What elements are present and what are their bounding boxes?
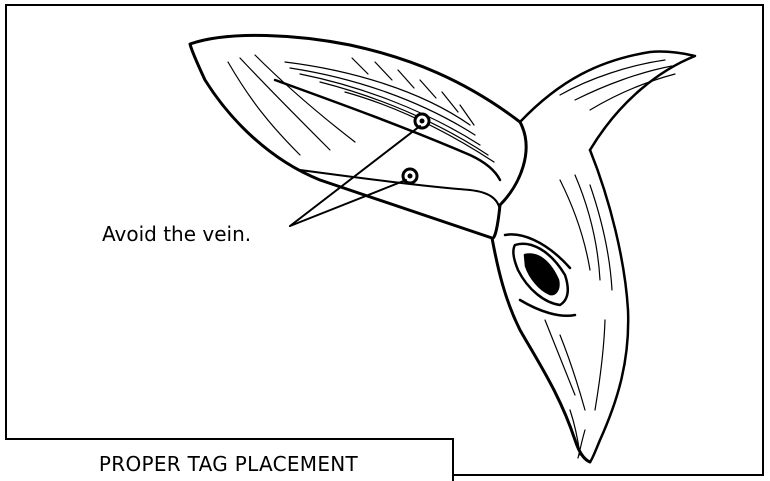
head-outline-right xyxy=(590,150,628,462)
eye xyxy=(505,234,575,315)
callout-label: Avoid the vein. xyxy=(102,222,251,246)
caption-text: PROPER TAG PLACEMENT xyxy=(5,452,452,476)
tag-spot-lower-center xyxy=(408,174,413,179)
fur-strokes xyxy=(545,175,612,458)
back-ear-shading xyxy=(560,60,675,110)
ear-inner-edge-lower xyxy=(300,170,500,210)
ear-outline xyxy=(190,35,526,238)
tag-spot-upper-center xyxy=(420,119,425,124)
ear-shading xyxy=(228,55,494,162)
caption-box: PROPER TAG PLACEMENT xyxy=(5,438,454,481)
